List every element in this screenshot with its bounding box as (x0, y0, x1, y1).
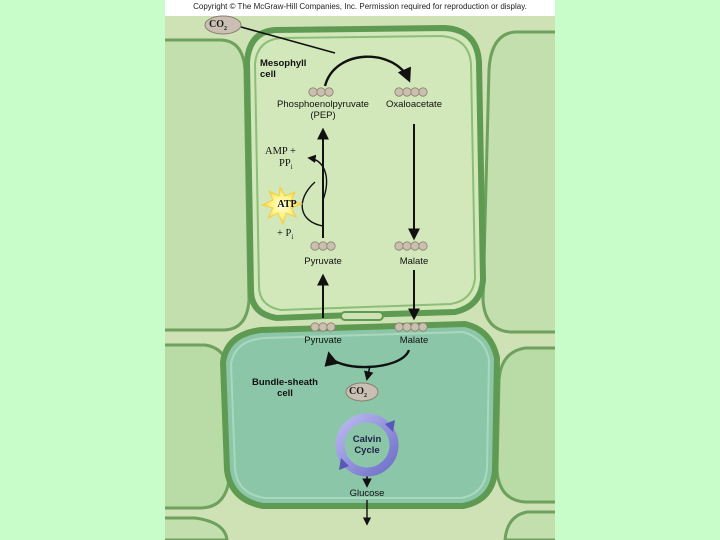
pep-molecule (308, 87, 334, 97)
pep-to-oxaloacetate-arrow (323, 55, 411, 87)
pyruvate-meso-molecule (310, 241, 336, 251)
ppi-label: PPi (279, 158, 293, 172)
bundle-sheath-membrane (229, 330, 491, 499)
calvin-arrowhead-top (385, 420, 395, 432)
copyright-notice: Copyright © The McGraw-Hill Companies, I… (193, 2, 527, 11)
pyruvate-meso-label: Pyruvate (304, 256, 342, 267)
co2-bundle-label: CO2 (349, 386, 367, 399)
pep-label: Phosphoenolpyruvate(PEP) (277, 99, 369, 121)
oxaloacetate-molecule (394, 87, 428, 97)
malate-bundle-molecule (394, 322, 428, 332)
co2-top-label: CO2 (209, 19, 227, 32)
amp-output-curve (307, 154, 328, 201)
neighbor-cell-left-bottom (165, 343, 232, 510)
plasmodesma (340, 311, 384, 321)
calvin-arrowhead-bottom (339, 458, 349, 470)
calvin-cycle-ring (335, 413, 399, 477)
malate-to-pyruvate-arrow (324, 349, 411, 369)
pyruvate-bundle-label: Pyruvate (304, 335, 342, 346)
co2-entry-line (240, 26, 336, 54)
glucose-label: Glucose (349, 488, 385, 499)
malate-bundle-label: Malate (399, 335, 429, 346)
atp-input-curve (301, 181, 324, 227)
figure-panel: Copyright © The McGraw-Hill Companies, I… (165, 0, 555, 540)
co2-top-oval (204, 15, 242, 35)
atp-label: ATP (277, 199, 297, 210)
neighbor-cell-right-top (481, 30, 555, 334)
pi-label: + Pi (277, 228, 294, 242)
pyruvate-bundle-molecule (310, 322, 336, 332)
co2-release-arrow (364, 365, 374, 381)
malate-meso-molecule (394, 241, 428, 251)
co2-bundle-oval (345, 382, 379, 402)
oxaloacetate-label: Oxaloacetate (386, 99, 442, 110)
diagram-drawing (165, 15, 555, 540)
neighbor-cell-right-bottom (495, 346, 555, 504)
malate-meso-label: Malate (399, 256, 429, 267)
mesophyll-membrane (253, 34, 477, 312)
amp-label: AMP + (265, 146, 296, 157)
neighbor-cell-left-top (165, 38, 251, 332)
atp-starburst (260, 185, 304, 226)
